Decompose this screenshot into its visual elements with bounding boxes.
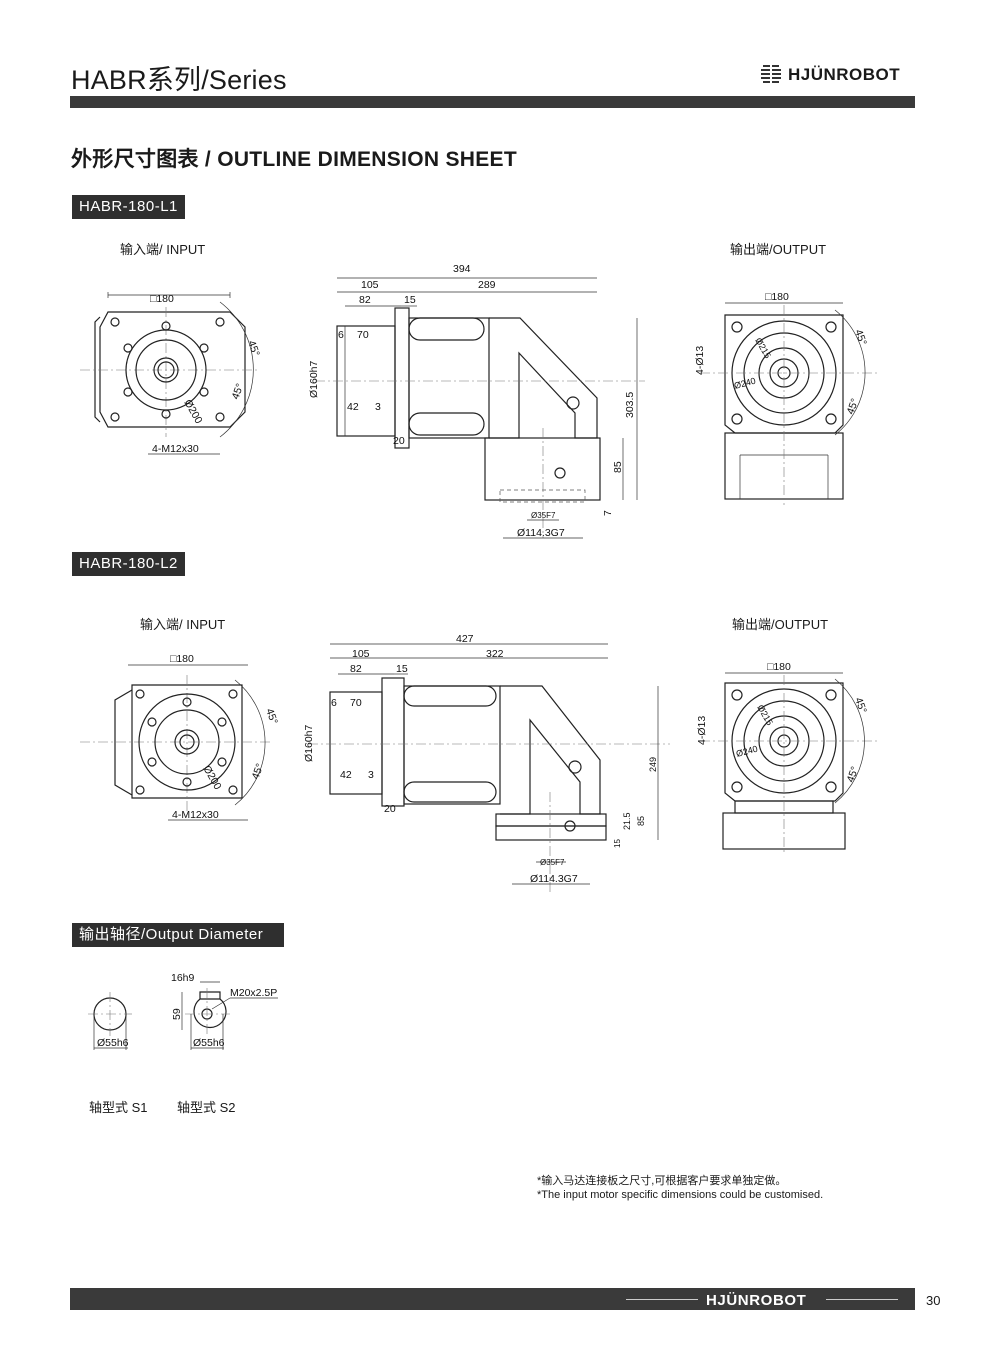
output-square-dim: □180 xyxy=(765,291,789,303)
side-b-dim: 15 xyxy=(404,294,416,306)
s1-dia-dim: Ø55h6 xyxy=(97,1037,129,1049)
model-tag-l2: HABR-180-L2 xyxy=(72,552,185,576)
side-pilot-dim: Ø114.3G7 xyxy=(517,527,565,539)
side-view-drawing-l1: 394 105 289 82 15 Ø160h7 6 70 42 3 20 30… xyxy=(305,258,650,548)
model-tag-l1: HABR-180-L1 xyxy=(72,195,185,219)
input-angle2-dim-2: 45° xyxy=(250,762,267,781)
side-key-dim: 6 xyxy=(338,329,344,341)
footer-rule-right xyxy=(826,1299,898,1300)
input-view-drawing-l1: □180 45° 45° Ø200 4-M12x30 xyxy=(70,262,270,462)
input-angle2-dim: 45° xyxy=(230,382,247,401)
output-label-l1: 输出端/OUTPUT xyxy=(730,242,827,257)
side-left-dim: 105 xyxy=(361,279,379,291)
side-right-dim-2: 322 xyxy=(486,648,504,660)
side-shaft-dim: Ø160h7 xyxy=(308,360,320,398)
shaft-s1-drawing: Ø55h6 xyxy=(80,968,150,1058)
side-g-dim: 85 xyxy=(612,461,624,473)
section-title: 外形尺寸图表 / OUTLINE DIMENSION SHEET xyxy=(71,148,517,171)
side-i-dim-2: 15 xyxy=(613,839,622,848)
output-d1-dim: Ø215 xyxy=(753,336,773,360)
side-pilot-dim-2: Ø114.3G7 xyxy=(530,873,578,885)
input-view-drawing-l2: □180 45° 45° Ø200 4-M12x30 xyxy=(70,640,280,830)
side-left-dim-2: 105 xyxy=(352,648,370,660)
footer-rule-left xyxy=(626,1299,698,1300)
note-en: *The input motor specific dimensions cou… xyxy=(537,1189,824,1201)
side-view-drawing-l2: 427 105 322 82 15 Ø160h7 6 70 42 3 20 24… xyxy=(300,632,675,897)
side-b-dim-2: 15 xyxy=(396,663,408,675)
input-angle1-dim: 45° xyxy=(245,339,262,358)
side-height-dim: 303.5 xyxy=(624,392,636,418)
side-c-dim: 70 xyxy=(357,329,369,341)
input-label-l2: 输入端/ INPUT xyxy=(140,617,226,632)
output-angle2-dim-2: 45° xyxy=(845,765,862,784)
output-d2-dim: Ø240 xyxy=(733,376,757,391)
footer-brand: HJÜNROBOT xyxy=(706,1292,807,1309)
input-bolt-dim-2: 4-M12x30 xyxy=(172,809,219,821)
side-a-dim: 82 xyxy=(359,294,371,306)
s2-thread-dim: M20x2.5P xyxy=(230,987,277,999)
side-f-dim-2: 20 xyxy=(384,803,396,815)
side-h-dim-2: 85 xyxy=(636,816,646,826)
side-e-dim: 3 xyxy=(375,401,381,413)
output-shaft-tag: 输出轴径/Output Diameter xyxy=(72,923,284,947)
side-height-dim-2: 249 xyxy=(648,757,658,772)
output-holes-dim-2: 4-Ø13 xyxy=(696,716,708,745)
input-bolt-dim: 4-M12x30 xyxy=(152,443,199,455)
s1-caption: 轴型式 S1 xyxy=(89,1100,148,1115)
brand-logo: HJÜNROBOT xyxy=(760,64,900,86)
s2-caption: 轴型式 S2 xyxy=(177,1100,236,1115)
brand-name: HJÜNROBOT xyxy=(788,65,901,84)
side-d-dim-2: 42 xyxy=(340,769,352,781)
output-view-drawing-l1: □180 4-Ø13 Ø215 Ø240 45° 45° xyxy=(695,285,885,505)
side-overall-dim: 394 xyxy=(453,263,471,275)
side-shaft-dim-2: Ø160h7 xyxy=(303,724,315,762)
output-d1-dim-2: Ø215 xyxy=(755,703,775,727)
input-square-dim-2: □180 xyxy=(170,653,194,665)
side-key-dim-2: 6 xyxy=(331,697,337,709)
header-bar xyxy=(70,96,915,108)
side-right-dim: 289 xyxy=(478,279,496,291)
s2-depth-dim: 59 xyxy=(171,1008,183,1020)
output-view-drawing-l2: □180 4-Ø13 Ø215 Ø240 45° 45° xyxy=(695,655,885,855)
output-angle2-dim: 45° xyxy=(845,397,862,416)
side-bore-dim-2: Ø35F7 xyxy=(540,858,565,867)
output-angle1-dim-2: 45° xyxy=(852,696,869,715)
side-overall-dim-2: 427 xyxy=(456,633,474,645)
shaft-s2-drawing: 16h9 M20x2.5P 59 Ø55h6 xyxy=(160,968,290,1058)
custom-dimensions-note: *输入马达连接板之尺寸,可根据客户要求单独定做。 *The input moto… xyxy=(537,1174,823,1202)
input-pcd-dim-2: Ø200 xyxy=(200,764,223,792)
side-d-dim: 42 xyxy=(347,401,359,413)
note-cn: *输入马达连接板之尺寸,可根据客户要求单独定做。 xyxy=(537,1175,787,1187)
s2-dia-dim: Ø55h6 xyxy=(193,1037,225,1049)
side-bore-dim: Ø35F7 xyxy=(531,511,556,520)
output-label-l2: 输出端/OUTPUT xyxy=(732,617,829,632)
footer-bar xyxy=(70,1288,915,1310)
series-title: HABR系列/Series xyxy=(71,65,287,95)
output-angle1-dim: 45° xyxy=(852,328,869,347)
s2-key-dim: 16h9 xyxy=(171,972,195,984)
side-g-dim-2: 21.5 xyxy=(622,812,632,830)
side-c-dim-2: 70 xyxy=(350,697,362,709)
page-number: 30 xyxy=(926,1293,941,1308)
input-label-l1: 输入端/ INPUT xyxy=(120,242,206,257)
brand-mark-icon xyxy=(761,65,781,84)
output-holes-dim: 4-Ø13 xyxy=(695,346,706,375)
input-angle1-dim-2: 45° xyxy=(263,707,280,726)
input-square-dim: □180 xyxy=(150,293,174,305)
side-a-dim-2: 82 xyxy=(350,663,362,675)
input-pcd-dim: Ø200 xyxy=(181,398,204,426)
side-h-dim: 7 xyxy=(602,510,614,516)
side-e-dim-2: 3 xyxy=(368,769,374,781)
output-square-dim-2: □180 xyxy=(767,661,791,673)
side-f-dim: 20 xyxy=(393,435,405,447)
